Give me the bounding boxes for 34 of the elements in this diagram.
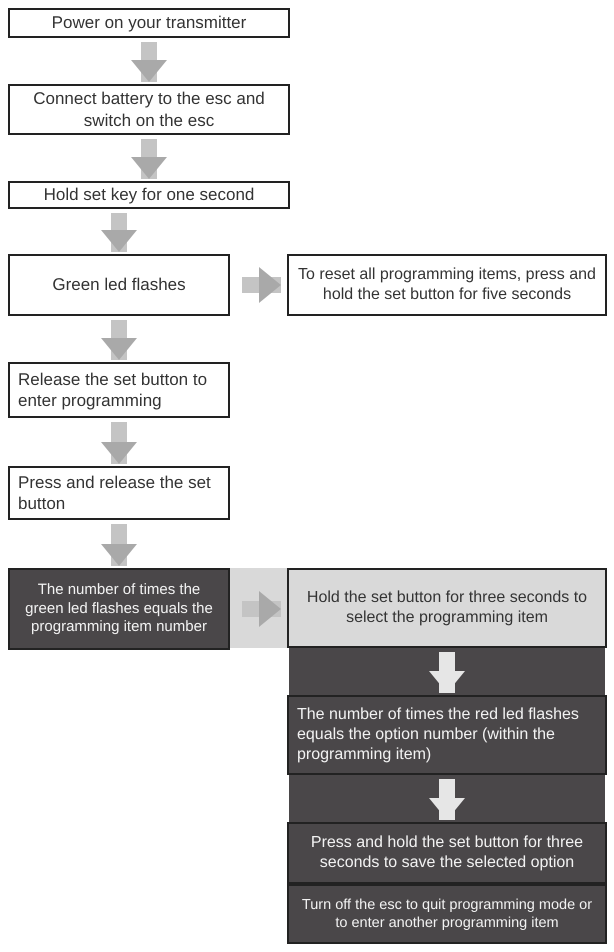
step-text: Power on your transmitter	[50, 12, 248, 34]
process-box	[287, 884, 607, 944]
block-arrow	[242, 267, 281, 303]
process-box	[8, 8, 290, 38]
process-box	[8, 362, 230, 418]
step-text: Hold the set button for three seconds to select the programming item	[306, 588, 588, 628]
process-box	[8, 254, 230, 316]
step-text: Turn off the esc to quit programming mode or to enter another programming item	[300, 896, 594, 932]
process-box	[8, 84, 290, 135]
block-arrow	[429, 652, 465, 693]
step-text: Release the set button to enter programming	[18, 368, 208, 412]
step-text: Hold set key for one second	[42, 184, 256, 206]
process-box	[8, 181, 290, 209]
process-box	[287, 822, 607, 884]
process-box	[8, 466, 230, 520]
block-arrow	[131, 42, 167, 82]
block-arrow	[429, 779, 465, 820]
process-box	[287, 254, 607, 316]
process-box	[8, 568, 230, 650]
step-text: Green led flashes	[51, 274, 187, 296]
block-arrow	[101, 422, 137, 464]
block-arrow	[131, 139, 167, 179]
block-arrow	[101, 213, 137, 252]
block-arrow	[101, 320, 137, 360]
block-arrow	[242, 591, 281, 627]
step-text: Connect battery to the esc and switch on the esc	[32, 88, 266, 131]
block-arrow	[101, 524, 137, 566]
step-text: Press and release the set button	[18, 472, 212, 514]
process-box	[287, 695, 607, 775]
process-box	[287, 568, 607, 648]
step-text: The number of times the green led flashes equals the programming item number	[24, 580, 214, 638]
step-text: To reset all programming items, press and hold the set button for five seconds	[297, 265, 597, 305]
step-text: The number of times the red led flashes equals the option number (within the programming item)	[297, 705, 580, 765]
step-text: Press and hold the set button for three seconds to save the selected option	[310, 833, 584, 873]
